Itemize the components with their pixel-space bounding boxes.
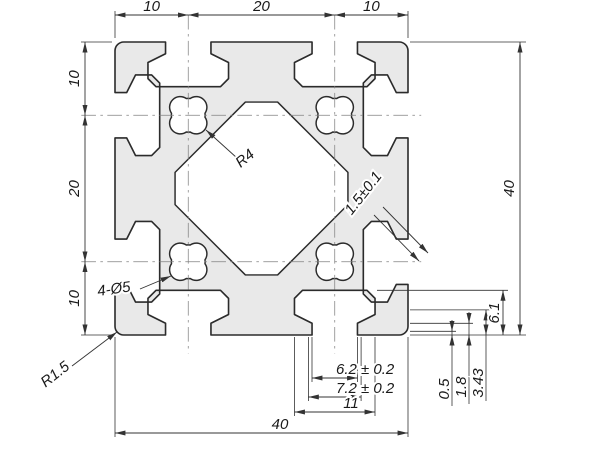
dim-label-slot-opening: 6.2 ± 0.2 — [336, 361, 395, 378]
dim-label-slot-lip: 1.8 — [453, 376, 470, 398]
dim-label-slot-flare: 3.43 — [470, 368, 487, 398]
leader-wall-thickness-b — [373, 214, 420, 262]
dim-label-slot-inner-width: 11 — [343, 395, 359, 412]
dim-label-left-20: 20 — [66, 180, 83, 198]
leader-lines — [71, 129, 429, 367]
dimension-lines — [82, 12, 523, 436]
dim-label-top-20: 20 — [252, 0, 270, 15]
leader-wall-thickness-a — [382, 206, 429, 254]
profile-geometry — [81, 14, 422, 354]
callout-label-outer-radius: R1.5 — [38, 358, 74, 391]
dim-label-top-10-right: 10 — [363, 0, 380, 15]
dim-label-slot-chamfer: 0.5 — [436, 378, 453, 400]
dim-label-top-10-left: 10 — [143, 0, 160, 15]
dim-label-left-10-top: 10 — [66, 70, 83, 87]
dim-label-slot-opening-outer: 7.2 ± 0.2 — [336, 380, 395, 397]
dim-label-bottom-40: 40 — [272, 416, 289, 433]
center-cavity — [174, 101, 349, 276]
dim-label-left-10-bottom: 10 — [66, 289, 83, 306]
dim-label-slot-depth: 6.1 — [486, 303, 503, 324]
leader-bores — [139, 275, 172, 290]
centerlines — [81, 14, 422, 354]
leader-r1-5 — [71, 331, 118, 367]
leader-r4 — [205, 129, 238, 159]
dim-label-right-40: 40 — [501, 180, 518, 197]
